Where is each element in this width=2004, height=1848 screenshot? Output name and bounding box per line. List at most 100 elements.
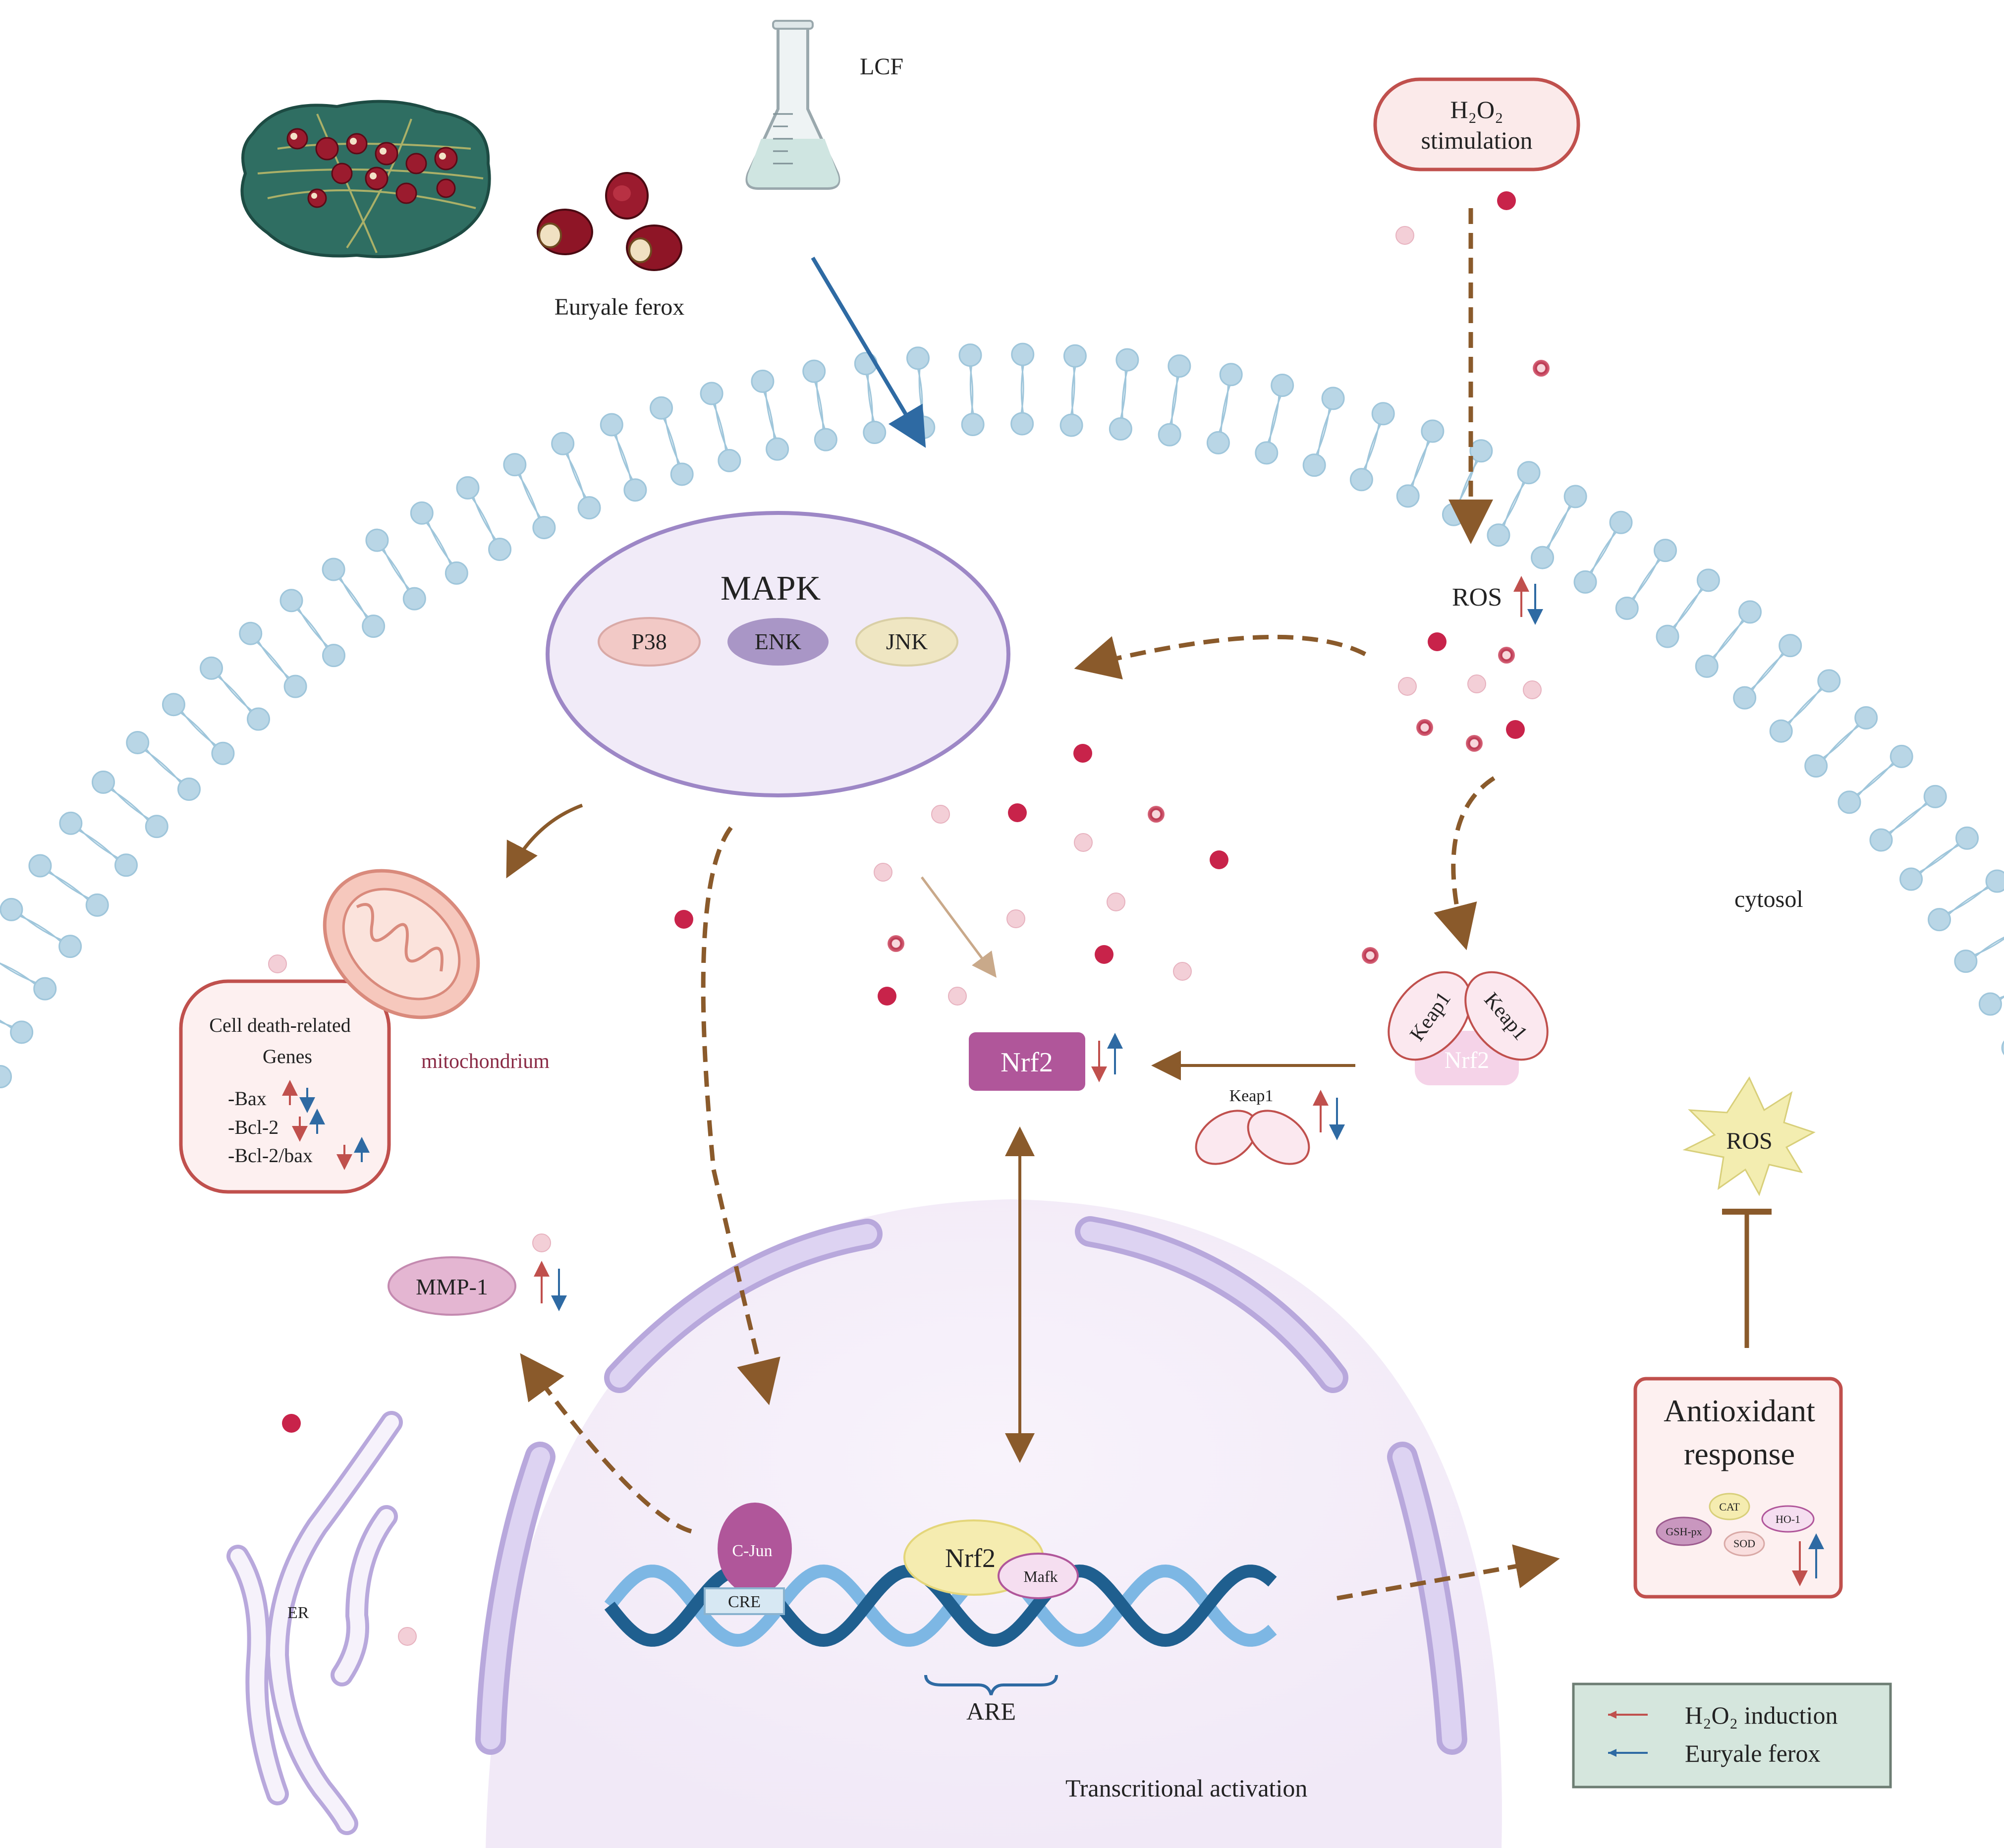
lipid-head bbox=[10, 1020, 34, 1044]
ros-particle bbox=[1006, 909, 1025, 928]
lipid-head bbox=[1255, 441, 1279, 465]
antioxidant-title-line1: Antioxidant bbox=[1664, 1393, 1815, 1428]
lipid-head bbox=[1158, 423, 1181, 447]
lipid-head bbox=[1955, 826, 1979, 850]
ros-label: ROS bbox=[1452, 583, 1502, 612]
lipid-head bbox=[1817, 669, 1841, 693]
lipid-head bbox=[1696, 568, 1720, 592]
ros-particles bbox=[268, 191, 1550, 1646]
ros-particle bbox=[1506, 720, 1525, 739]
lipid-head bbox=[600, 413, 623, 437]
lipid-head bbox=[1531, 546, 1555, 569]
ros-particle bbox=[1008, 803, 1027, 822]
cell-death-genes-box: Cell death-related Genes -Bax -Bcl-2 -Bc… bbox=[179, 979, 391, 1194]
mapk-complex: MAPK P38 ENK JNK bbox=[546, 511, 1010, 797]
lipid-head bbox=[322, 558, 345, 581]
lipid-head bbox=[247, 707, 271, 731]
lipid-head bbox=[114, 853, 138, 877]
p38-node bbox=[598, 617, 701, 667]
ros-particle bbox=[948, 987, 967, 1006]
lipid-head bbox=[1656, 624, 1679, 648]
h2o2-stimulation-box: H₂O₂ stimulation bbox=[1373, 77, 1580, 171]
lipid-head bbox=[33, 977, 57, 1001]
lcf-label: LCF bbox=[860, 54, 903, 80]
lipid-head bbox=[961, 412, 985, 436]
lipid-head bbox=[1487, 523, 1510, 547]
transcription-label: Transcritional activation bbox=[1065, 1774, 1307, 1802]
ros-particle bbox=[532, 1233, 551, 1252]
cat-label: CAT bbox=[1719, 1501, 1740, 1513]
ros-particle bbox=[1416, 719, 1433, 736]
are-label: ARE bbox=[966, 1697, 1016, 1725]
mapk-label: MAPK bbox=[721, 569, 821, 608]
lipid-head bbox=[1615, 596, 1639, 620]
ros-to-mapk-arrow bbox=[1074, 634, 1367, 679]
mapk-to-cjun-arrow bbox=[701, 826, 780, 1405]
lipid-head bbox=[766, 437, 789, 461]
lipid-head bbox=[1899, 867, 1923, 891]
dna-double-helix bbox=[604, 1564, 1277, 1647]
lipid-head bbox=[1010, 412, 1034, 436]
cre-label: CRE bbox=[728, 1593, 761, 1611]
ros-particle bbox=[1395, 226, 1414, 245]
lipid-head bbox=[1206, 431, 1230, 454]
lipid-head bbox=[1302, 453, 1326, 477]
lipid-head bbox=[1928, 908, 1951, 932]
lipid-head bbox=[0, 897, 23, 921]
ros-updown-arrows bbox=[1513, 576, 1543, 625]
ros-particle bbox=[1497, 191, 1516, 210]
lipid-head bbox=[239, 621, 263, 645]
lipid-head bbox=[751, 369, 775, 393]
dna-strand-dark bbox=[604, 1564, 1277, 1647]
nrf2-box: Nrf2 bbox=[969, 1032, 1123, 1091]
lipid-head bbox=[279, 589, 303, 613]
lipid-head bbox=[1168, 354, 1191, 378]
lipid-head bbox=[532, 516, 556, 540]
legend-euryale-label: Euryale ferox bbox=[1685, 1739, 1820, 1767]
lipid-head bbox=[1733, 686, 1757, 710]
legend: H₂O₂ induction Euryale ferox bbox=[1572, 1682, 1892, 1789]
lipid-head bbox=[145, 815, 168, 839]
lipid-head bbox=[1109, 417, 1132, 441]
mitochondrium-label: mitochondrium bbox=[421, 1050, 550, 1073]
ros-star: ROS bbox=[1682, 1076, 1816, 1196]
lipid-head bbox=[1573, 570, 1597, 594]
ros-to-nrf2-arrow bbox=[920, 876, 997, 978]
lipid-head bbox=[649, 396, 673, 420]
lipid-head bbox=[162, 693, 185, 717]
lipid-head bbox=[362, 615, 386, 638]
lipid-head bbox=[1738, 600, 1762, 624]
lipid-head bbox=[623, 478, 647, 502]
ros-particle bbox=[1398, 677, 1417, 696]
mitochondrion-icon bbox=[323, 869, 480, 1019]
lipid-head bbox=[551, 432, 575, 455]
lipid-head bbox=[1890, 744, 1913, 768]
keap1-nrf2-complex: Nrf2 Keap1 Keap1 bbox=[1388, 971, 1549, 1085]
lipid-head bbox=[0, 1065, 12, 1089]
lipid-head bbox=[1059, 413, 1083, 437]
lipid-head bbox=[670, 462, 694, 486]
lipid-head bbox=[1985, 869, 2004, 893]
lipid-head bbox=[2001, 1040, 2004, 1056]
lipid-head bbox=[1837, 790, 1861, 814]
euryale-ferox-label: Euryale ferox bbox=[555, 294, 685, 320]
lipid-head bbox=[28, 854, 52, 878]
lipid-head bbox=[1695, 654, 1719, 678]
lipid-head bbox=[1421, 419, 1445, 443]
lipid-head bbox=[85, 893, 109, 917]
ros-particle bbox=[1173, 962, 1192, 981]
lipid-head bbox=[58, 935, 82, 958]
ros-particle bbox=[1533, 360, 1550, 377]
lipid-head bbox=[802, 359, 826, 383]
er-label: ER bbox=[287, 1604, 309, 1622]
bax-label: -Bax bbox=[228, 1087, 267, 1110]
ros-particle bbox=[1498, 647, 1515, 664]
cjun-to-mmp1-arrow bbox=[520, 1353, 692, 1534]
lipid-head bbox=[1371, 402, 1395, 426]
lipid-head bbox=[365, 528, 389, 552]
ros-particle bbox=[1523, 680, 1542, 699]
h2o2-label: H₂O₂ bbox=[1450, 96, 1503, 123]
lipid-head bbox=[211, 741, 235, 765]
lipid-head bbox=[410, 501, 434, 525]
